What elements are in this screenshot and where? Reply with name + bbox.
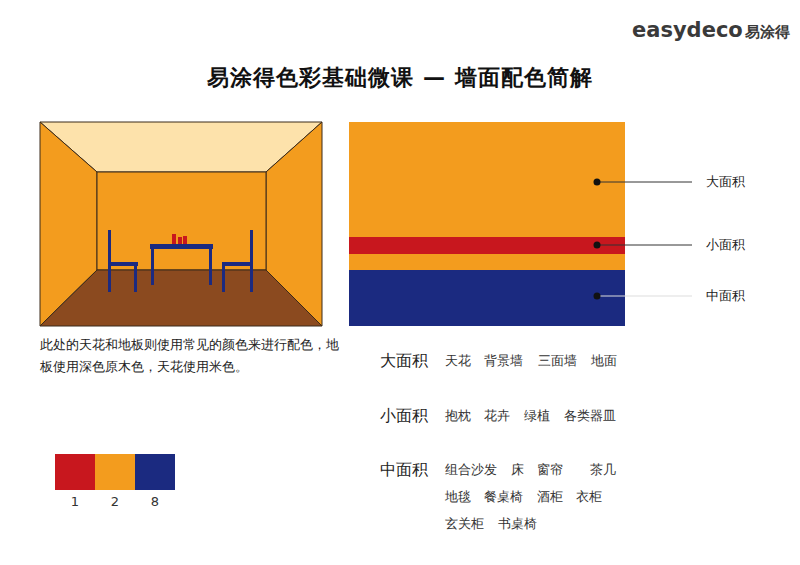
item-label: 衣柜 [576,489,602,505]
item-label: 抱枕 [445,408,471,424]
chair-back [250,230,253,292]
category-heading: 小面积 [380,406,428,425]
swatch-number: 2 [111,494,119,510]
leader-lines [594,179,693,300]
small-area-band [349,237,625,254]
item-label: 玄关柜 [445,516,484,532]
item-label: 绿植 [524,408,550,424]
chair-seat [222,262,253,266]
item-label: 茶几 [590,462,616,478]
logo-text: easydeco [632,18,743,43]
logo-text: 易涂得 [745,23,790,41]
page-title: 易涂得色彩基础微课 — 墙面配色简解 [207,65,592,91]
table-leg [209,249,212,285]
callout-label: 大面积 [706,174,745,190]
cup [178,237,182,245]
category-heading: 大面积 [380,351,428,370]
item-label: 书桌椅 [498,516,537,532]
note-text: 此处的天花和地板则使用常见的颜色来进行配色，地板使用深色原木色，天花使用米色。 [40,334,345,378]
item-label: 花卉 [484,408,510,424]
leader-line [597,182,692,183]
furniture [108,230,253,292]
callout-label: 小面积 [706,237,745,253]
swatch-number: 8 [151,494,159,510]
chair-back [108,230,111,292]
back-wall [97,172,266,270]
item-label: 窗帘 [537,462,563,478]
color-swatch [135,454,175,490]
chair-leg [134,266,137,292]
large-area-band [349,122,625,326]
item-label: 地面 [591,353,617,369]
cup [172,234,176,245]
item-label: 床 [511,462,524,478]
leader-dot [594,293,601,300]
item-label: 餐桌椅 [484,489,523,505]
item-label: 各类器皿 [564,408,616,424]
room-illustration [40,122,322,326]
item-label: 组合沙发 [445,462,497,478]
color-swatch [95,454,135,490]
item-label: 酒柜 [537,489,563,505]
medium-area-band [349,270,625,326]
chair-seat [108,262,138,266]
leader-dot [594,179,601,186]
item-label: 地毯 [445,489,471,505]
leader-line [597,296,692,297]
item-label: 背景墙 [484,353,523,369]
category-heading: 中面积 [380,460,428,479]
swatch-number: 1 [71,494,79,510]
color-block [349,122,625,326]
floor [40,270,322,326]
table-top [150,244,213,249]
callout-label: 中面积 [706,288,745,304]
leader-dot [594,242,601,249]
table-leg [151,249,154,285]
chair-leg [222,266,225,292]
leader-line [597,245,692,246]
item-label: 天花 [445,353,471,369]
cup [183,236,187,245]
item-label: 三面墙 [538,353,577,369]
color-swatch [55,454,95,490]
